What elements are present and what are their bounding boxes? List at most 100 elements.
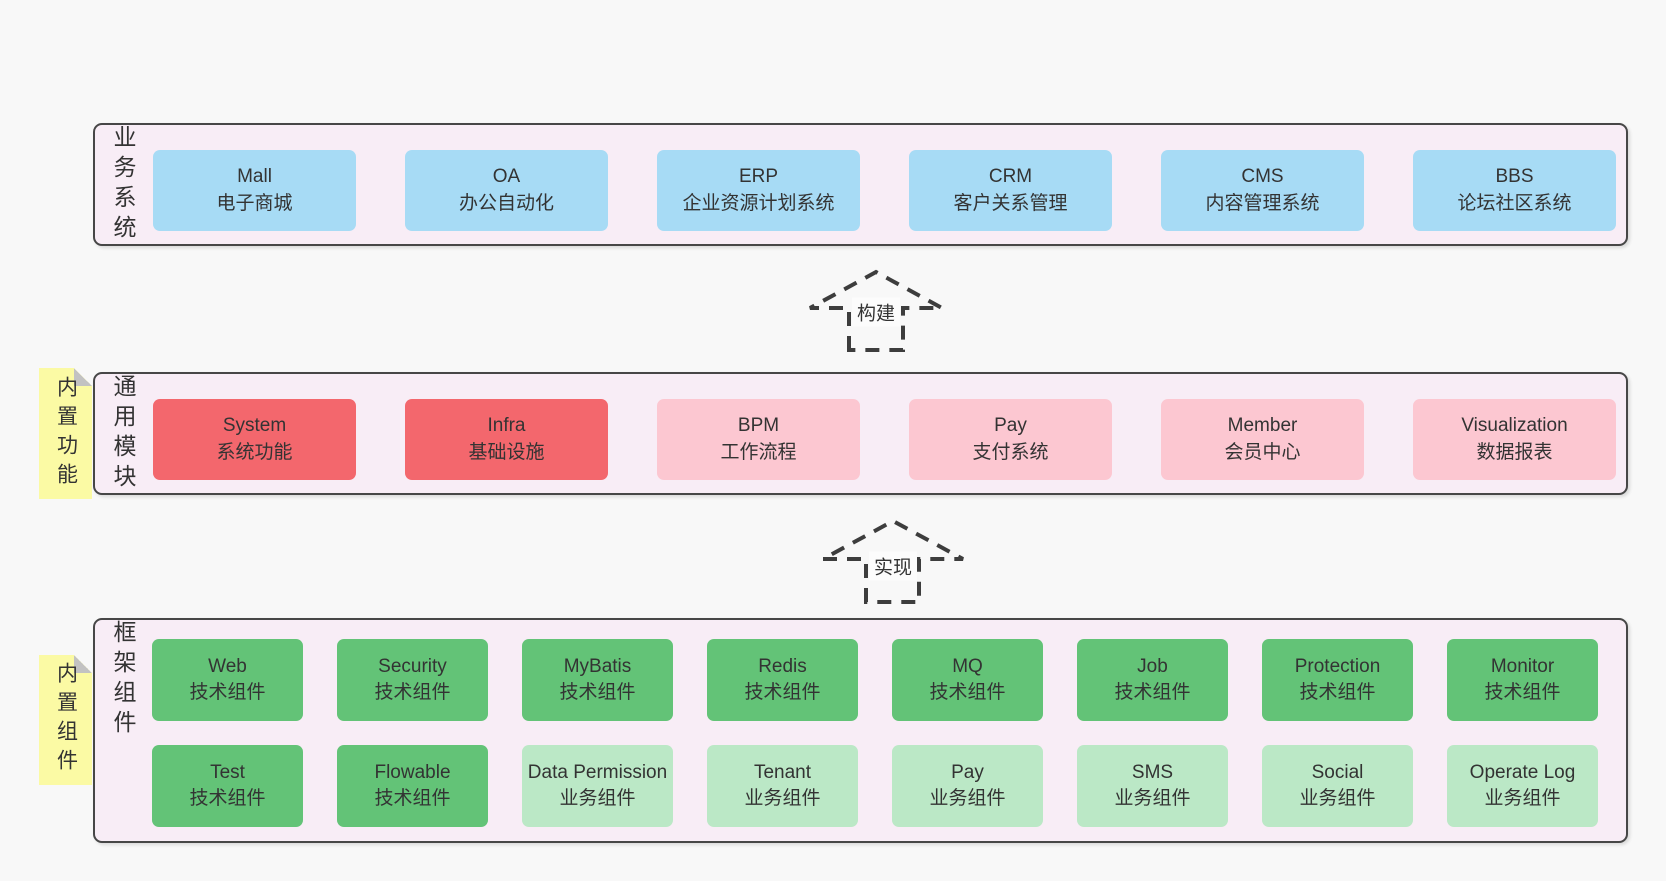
- module-name-zh: 技术组件: [1484, 682, 1561, 703]
- module-name-zh: 办公自动化: [458, 192, 554, 214]
- module-box-visualization: Visualization 数据报表: [1413, 399, 1616, 480]
- module-box-mq: MQ 技术组件: [892, 639, 1043, 721]
- layer-common-modules-label: 通用模块: [110, 374, 136, 494]
- layer-framework-components-label: 框架组件: [110, 620, 136, 740]
- sticky-note-builtin-components: 内置组件: [39, 655, 92, 785]
- module-name-en: System: [222, 414, 287, 436]
- module-name-zh: 技术组件: [559, 682, 636, 703]
- module-name-en: Visualization: [1461, 414, 1568, 436]
- module-name-en: Test: [210, 762, 245, 784]
- module-box-job: Job 技术组件: [1077, 639, 1228, 721]
- module-name-en: Security: [378, 656, 447, 678]
- module-box-bpm: BPM 工作流程: [657, 399, 860, 480]
- module-box-cms: CMS 内容管理系统: [1161, 150, 1364, 231]
- module-box-pay: Pay 业务组件: [892, 745, 1043, 827]
- sticky-note-label: 内置组件: [54, 662, 78, 778]
- module-box-security: Security 技术组件: [337, 639, 488, 721]
- module-name-zh: 技术组件: [744, 682, 821, 703]
- module-name-zh: 基础设施: [468, 441, 545, 463]
- module-name-en: ERP: [738, 165, 779, 187]
- module-box-data-permission: Data Permission 业务组件: [522, 745, 673, 827]
- layer-business-systems: 业务系统 Mall 电子商城 OA 办公自动化 ERP 企业资源计划系统 CRM 客户关系管理…: [93, 123, 1628, 246]
- module-name-en: Social: [1311, 762, 1364, 784]
- module-name-en: Operate Log: [1469, 762, 1576, 784]
- module-name-zh: 系统功能: [216, 441, 293, 463]
- module-name-en: Flowable: [374, 762, 451, 784]
- module-name-en: Monitor: [1490, 656, 1555, 678]
- module-name-en: BBS: [1495, 165, 1534, 187]
- module-box-mybatis: MyBatis 技术组件: [522, 639, 673, 721]
- module-box-system: System 系统功能: [153, 399, 356, 480]
- arrow-up-build-icon: [809, 269, 943, 352]
- module-name-zh: 会员中心: [1224, 441, 1301, 463]
- module-name-zh: 技术组件: [189, 788, 266, 809]
- module-name-zh: 业务组件: [559, 788, 636, 809]
- module-box-operate-log: Operate Log 业务组件: [1447, 745, 1598, 827]
- module-name-zh: 业务组件: [1484, 788, 1561, 809]
- module-box-monitor: Monitor 技术组件: [1447, 639, 1598, 721]
- module-name-zh: 电子商城: [216, 192, 293, 214]
- module-box-erp: ERP 企业资源计划系统: [657, 150, 860, 231]
- module-name-en: BPM: [737, 414, 780, 436]
- module-box-oa: OA 办公自动化: [405, 150, 608, 231]
- module-name-zh: 工作流程: [720, 441, 797, 463]
- module-name-en: Member: [1227, 414, 1298, 436]
- module-name-zh: 技术组件: [374, 788, 451, 809]
- module-name-en: CRM: [988, 165, 1033, 187]
- module-name-zh: 技术组件: [1299, 682, 1376, 703]
- module-name-zh: 客户关系管理: [953, 192, 1068, 214]
- module-box-protection: Protection 技术组件: [1262, 639, 1413, 721]
- module-name-zh: 业务组件: [929, 788, 1006, 809]
- module-name-en: Infra: [487, 414, 526, 436]
- module-name-en: CMS: [1241, 165, 1284, 187]
- module-box-test: Test 技术组件: [152, 745, 303, 827]
- module-box-bbs: BBS 论坛社区系统: [1413, 150, 1616, 231]
- business-systems-row: Mall 电子商城 OA 办公自动化 ERP 企业资源计划系统 CRM 客户关系管理 CMS 内容…: [153, 150, 1616, 231]
- module-name-en: MQ: [952, 656, 983, 678]
- module-name-en: MyBatis: [563, 656, 632, 678]
- module-name-zh: 技术组件: [374, 682, 451, 703]
- module-box-member: Member 会员中心: [1161, 399, 1364, 480]
- module-box-mall: Mall 电子商城: [153, 150, 356, 231]
- module-name-zh: 技术组件: [1114, 682, 1191, 703]
- layer-business-systems-label: 业务系统: [110, 125, 136, 245]
- module-name-en: Protection: [1294, 656, 1381, 678]
- module-name-zh: 业务组件: [744, 788, 821, 809]
- module-box-infra: Infra 基础设施: [405, 399, 608, 480]
- module-name-zh: 企业资源计划系统: [682, 192, 835, 214]
- module-box-sms: SMS 业务组件: [1077, 745, 1228, 827]
- module-name-zh: 内容管理系统: [1205, 192, 1320, 214]
- module-box-social: Social 业务组件: [1262, 745, 1413, 827]
- module-name-en: Pay: [994, 414, 1027, 436]
- module-box-web: Web 技术组件: [152, 639, 303, 721]
- module-box-crm: CRM 客户关系管理: [909, 150, 1112, 231]
- module-name-zh: 业务组件: [1299, 788, 1376, 809]
- module-box-flowable: Flowable 技术组件: [337, 745, 488, 827]
- sticky-note-builtin-features: 内置功能: [39, 368, 92, 499]
- module-name-en: Web: [208, 656, 247, 678]
- module-name-zh: 业务组件: [1114, 788, 1191, 809]
- module-name-en: Mall: [237, 165, 272, 187]
- module-name-en: Tenant: [753, 762, 812, 784]
- module-name-en: Pay: [951, 762, 984, 784]
- module-box-tenant: Tenant 业务组件: [707, 745, 858, 827]
- arrow-implement-label: 实现: [868, 551, 918, 581]
- module-name-zh: 技术组件: [189, 682, 266, 703]
- module-name-zh: 技术组件: [929, 682, 1006, 703]
- module-name-en: Data Permission: [527, 762, 668, 784]
- module-name-en: Job: [1137, 656, 1168, 678]
- module-name-zh: 论坛社区系统: [1457, 192, 1572, 214]
- module-box-redis: Redis 技术组件: [707, 639, 858, 721]
- arrow-up-implement-icon: [822, 518, 964, 604]
- module-name-en: Redis: [758, 656, 807, 678]
- module-name-en: SMS: [1131, 762, 1174, 784]
- module-name-zh: 数据报表: [1476, 441, 1553, 463]
- module-name-en: OA: [492, 165, 521, 187]
